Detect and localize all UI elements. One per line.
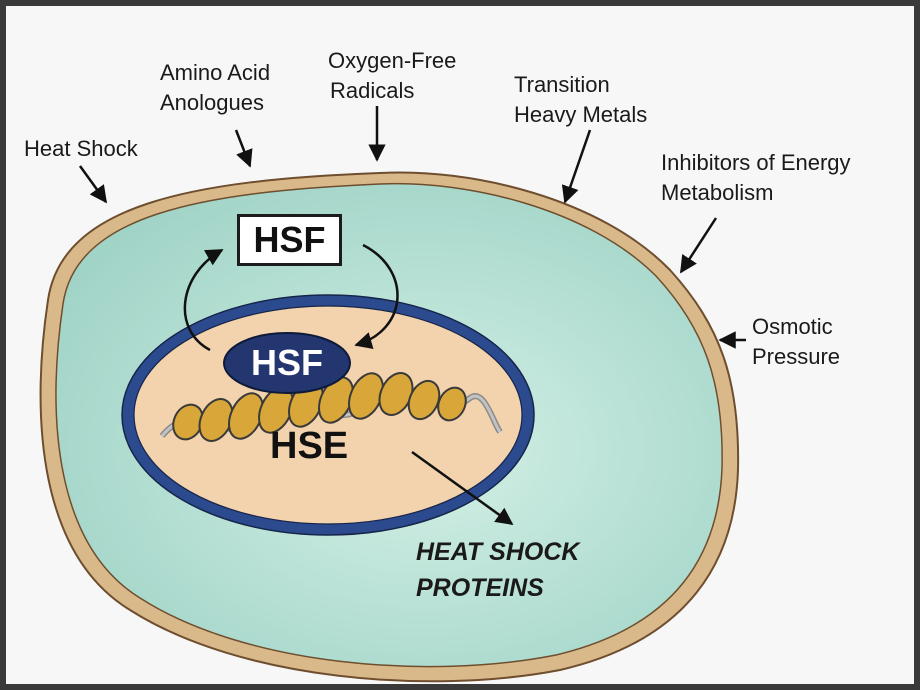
osmotic-line-2: Pressure xyxy=(752,344,841,369)
metals-line-1: Transition xyxy=(514,72,610,97)
inhibitors-line-1: Inhibitors of Energy xyxy=(661,150,851,175)
metals-line-2: Heavy Metals xyxy=(514,102,648,127)
hsf-nuclear-label: HSF xyxy=(251,342,323,383)
oxygen-line-2: Radicals xyxy=(330,78,415,103)
energy-metabolism-arrow xyxy=(679,217,718,274)
hsf-cytoplasm-box: HSF xyxy=(237,214,342,266)
oxygen-line-1: Oxygen-Free xyxy=(328,48,457,73)
heat-shock-label: Heat Shock xyxy=(24,134,138,164)
amino-acid-arrow xyxy=(234,129,253,168)
dna-helix xyxy=(159,372,503,442)
osmotic-pressure-label: Osmotic Pressure xyxy=(752,312,840,372)
cell-diagram xyxy=(39,106,746,683)
heat-shock-proteins-label: HEAT SHOCK PROTEINS xyxy=(416,534,579,606)
osmotic-line-1: Osmotic xyxy=(752,314,833,339)
hsf-export-arrow xyxy=(183,248,224,352)
heat-shock-arrow xyxy=(78,165,108,204)
diagram-frame: Heat Shock Amino Acid Anologues Oxygen-F… xyxy=(6,6,914,684)
inhibitors-energy-metabolism-label: Inhibitors of Energy Metabolism xyxy=(661,148,851,208)
inhibitors-line-2: Metabolism xyxy=(661,180,774,205)
hsf-import-arrow xyxy=(354,243,399,350)
heavy-metals-arrow xyxy=(561,129,592,204)
transition-heavy-metals-label: Transition Heavy Metals xyxy=(514,70,647,130)
amino-acid-analogues-label: Amino Acid Anologues xyxy=(160,58,270,118)
hsp-line-1: HEAT SHOCK xyxy=(416,538,580,566)
hsp-output-arrow xyxy=(411,450,514,526)
hsf-nuclear-oval xyxy=(223,332,351,394)
heat-shock-line-1: Heat Shock xyxy=(24,136,138,161)
amino-acid-line-1: Amino Acid xyxy=(160,60,271,85)
amino-acid-line-2: Anologues xyxy=(160,90,264,115)
hsp-line-2: PROTEINS xyxy=(416,574,544,602)
hse-label: HSE xyxy=(270,425,349,467)
oxygen-free-radicals-label: Oxygen-Free Radicals xyxy=(328,46,456,106)
